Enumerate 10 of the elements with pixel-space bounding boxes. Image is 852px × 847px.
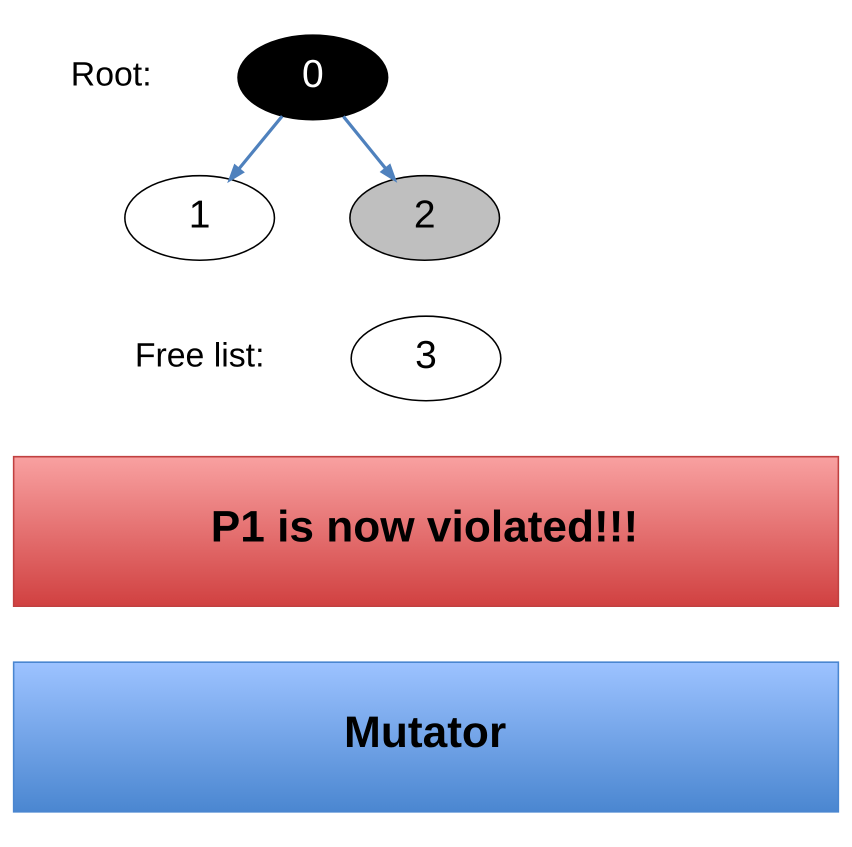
node-ellipse: 1 [124, 174, 276, 262]
node-ellipse: 2 [349, 174, 500, 262]
node-box: Mutator [12, 661, 840, 813]
node-ellipse: 0 [237, 34, 388, 121]
arrow [342, 115, 398, 183]
label: Free list: [134, 336, 264, 375]
label: Root: [70, 56, 152, 94]
node-ellipse: 3 [350, 315, 502, 402]
arrow [227, 115, 284, 184]
node-box: P1 is now violated!!! [12, 456, 840, 608]
